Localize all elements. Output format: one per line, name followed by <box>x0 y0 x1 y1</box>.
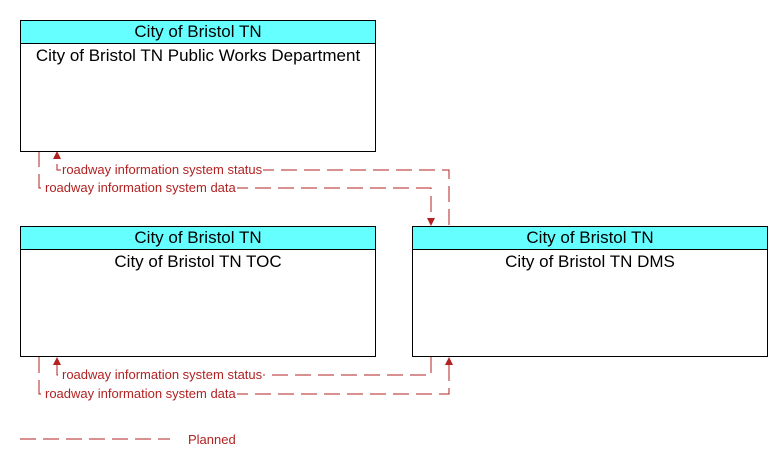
flow-line-pw-status <box>56 158 450 225</box>
arrowhead-toc-status <box>53 357 61 365</box>
flow-label-pw-data: roadway information system data <box>44 180 237 195</box>
public-works-name: City of Bristol TN Public Works Departme… <box>35 46 361 65</box>
flow-line-toc-status <box>56 357 432 376</box>
arrowhead-pw-status <box>53 151 61 159</box>
flow-label-toc-status: roadway information system status <box>61 367 264 382</box>
arrowhead-pw-data <box>427 218 435 226</box>
flow-label-pw-status: roadway information system status <box>61 162 264 177</box>
toc-name: City of Bristol TN TOC <box>114 252 282 271</box>
public-works-box: City of Bristol TN City of Bristol TN Pu… <box>20 20 376 152</box>
dms-owner: City of Bristol TN <box>413 227 767 250</box>
public-works-owner: City of Bristol TN <box>21 21 375 44</box>
legend-planned-label: Planned <box>188 432 236 447</box>
dms-box: City of Bristol TN City of Bristol TN DM… <box>412 226 768 357</box>
toc-box: City of Bristol TN City of Bristol TN TO… <box>20 226 376 357</box>
flow-line-toc-data <box>38 357 450 395</box>
dms-name: City of Bristol TN DMS <box>505 252 675 271</box>
arrowhead-toc-data <box>445 357 453 365</box>
flow-label-toc-data: roadway information system data <box>44 386 237 401</box>
toc-owner: City of Bristol TN <box>21 227 375 250</box>
